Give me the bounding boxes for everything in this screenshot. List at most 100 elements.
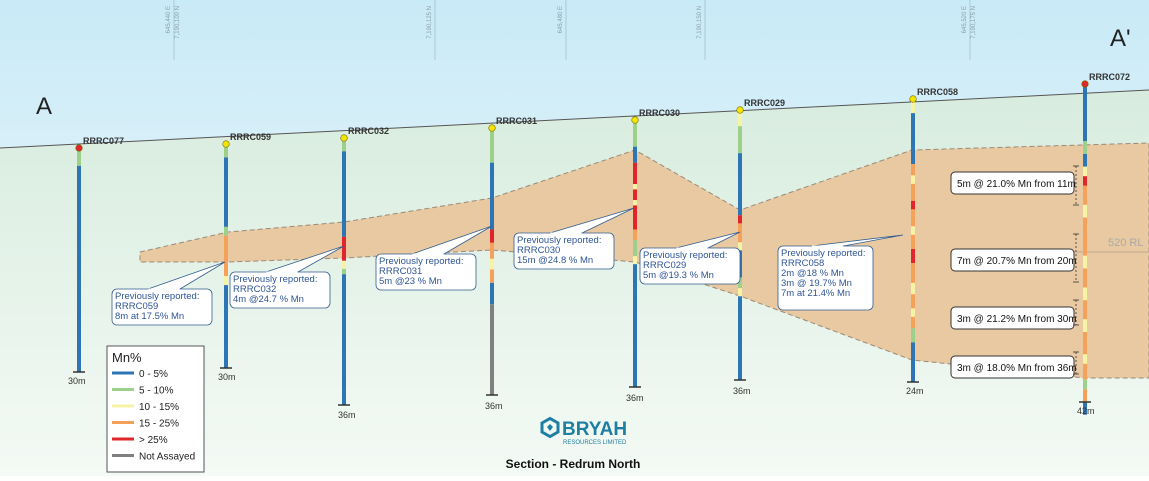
depth-label: 36m xyxy=(338,410,356,420)
legend-box xyxy=(106,345,205,473)
interval-segment xyxy=(738,277,742,289)
section-title: Section - Redrum North xyxy=(506,457,641,471)
depth-label: 36m xyxy=(626,393,644,403)
legend-item: 0 - 5% xyxy=(112,369,168,380)
callout-pointer xyxy=(549,207,635,234)
intercept-box xyxy=(950,306,1075,330)
logo-mark-icon xyxy=(547,424,553,431)
interval-segment xyxy=(911,294,915,309)
callout-joint xyxy=(811,245,843,248)
callout-joint xyxy=(266,271,298,274)
interval-segment xyxy=(911,113,915,165)
logo-tagline: RESOURCES LIMITED xyxy=(563,440,627,446)
interval-segment xyxy=(342,138,346,152)
callout-line: RRRC059 xyxy=(115,301,158,312)
legend-item: 15 - 25% xyxy=(112,419,179,430)
intercept-box xyxy=(950,248,1075,272)
interval-segment xyxy=(738,153,742,216)
interval-segment xyxy=(490,304,494,395)
interval-segment xyxy=(490,258,494,270)
legend-label: 0 - 5% xyxy=(139,369,168,380)
callout-line: RRRC058 xyxy=(781,258,824,269)
interval-segment xyxy=(490,269,494,283)
callout-line: Previously reported: xyxy=(379,256,463,267)
interval-segment xyxy=(1083,176,1087,186)
interval-segment xyxy=(633,146,637,163)
collar-marker xyxy=(631,116,639,124)
interval-segment xyxy=(911,248,915,264)
logo-hexagon-icon xyxy=(540,416,560,439)
callout-line: Previously reported: xyxy=(233,274,317,285)
interval-segment xyxy=(1083,389,1087,402)
interval-segment xyxy=(911,209,915,227)
grid-coordinate-label: 7,190,125 N xyxy=(427,6,433,39)
section-start-label: A xyxy=(36,93,52,120)
interval-segment xyxy=(224,276,228,286)
legend-item: Not Assayed xyxy=(112,452,195,463)
interval-segment xyxy=(1083,300,1087,320)
legend-item: 10 - 15% xyxy=(112,402,179,413)
grid-coordinate-label: 7,190,150 N xyxy=(697,6,703,39)
callout-joint xyxy=(412,253,444,256)
collar-marker xyxy=(340,134,348,142)
hole-id-label: RRRC029 xyxy=(744,98,785,108)
hole-id-label: RRRC030 xyxy=(639,108,680,118)
interval-segment xyxy=(1083,217,1087,256)
interval-segment xyxy=(738,126,742,154)
hole-id-label: RRRC059 xyxy=(230,132,271,142)
interval-segment xyxy=(224,226,228,236)
drillholes: RRRC07730mRRRC05930mRRRC03236mRRRC03136m… xyxy=(68,72,1130,420)
interval-segment xyxy=(1083,204,1087,218)
interval-segment xyxy=(633,162,637,185)
callout-line: 4m @24.7 % Mn xyxy=(233,294,304,305)
intercept-callout: 7m @ 20.7% Mn from 20m xyxy=(950,233,1079,283)
interval-segment xyxy=(911,263,915,283)
interval-segment xyxy=(224,144,228,158)
interval-segment xyxy=(633,256,637,265)
interval-segment xyxy=(224,285,228,368)
callout-line: 2m @18 % Mn xyxy=(781,268,844,279)
grid-coordinate-label: 7,190,175 N xyxy=(971,6,977,39)
interval-segment xyxy=(490,229,494,243)
interval-segment xyxy=(633,189,637,201)
hole-id-label: RRRC032 xyxy=(348,126,389,136)
legend-items: 0 - 5%5 - 10%10 - 15%15 - 25%> 25%Not As… xyxy=(112,369,195,463)
interval-segment xyxy=(911,234,915,249)
callout-line: RRRC032 xyxy=(233,284,276,295)
grid-coordinate-label: 645,480 E xyxy=(558,6,564,33)
callout-joint xyxy=(550,232,582,235)
section-end-label: A' xyxy=(1110,25,1131,52)
interval-segment xyxy=(1083,287,1087,301)
interval-segment xyxy=(633,184,637,190)
intercept-callout: 3m @ 21.2% Mn from 30m xyxy=(950,299,1079,330)
intercept-callout: 5m @ 21.0% Mn from 11m xyxy=(950,165,1079,206)
drillhole-rrrc030: RRRC030 36m xyxy=(626,108,680,403)
callout-line: 15m @24.8 % Mn xyxy=(517,255,593,266)
interval-segment xyxy=(490,128,494,163)
collar-marker xyxy=(909,95,917,103)
interval-segment xyxy=(77,165,81,372)
callout-pointer xyxy=(411,225,493,255)
interval-segment xyxy=(738,296,742,380)
interval-segment xyxy=(911,164,915,176)
legend-label: 15 - 25% xyxy=(139,419,179,430)
callout-joint xyxy=(148,288,180,291)
intercept-boxes: 5m @ 21.0% Mn from 11m 7m @ 20.7% Mn from… xyxy=(950,165,1079,379)
callout-line: 8m at 17.5% Mn xyxy=(115,311,184,322)
interval-segment xyxy=(738,110,742,127)
callout-line: Previously reported: xyxy=(115,291,199,302)
interval-segment xyxy=(633,264,637,387)
callout-line: RRRC030 xyxy=(517,245,560,256)
intercept-box xyxy=(950,171,1075,195)
interval-segment xyxy=(1083,332,1087,355)
